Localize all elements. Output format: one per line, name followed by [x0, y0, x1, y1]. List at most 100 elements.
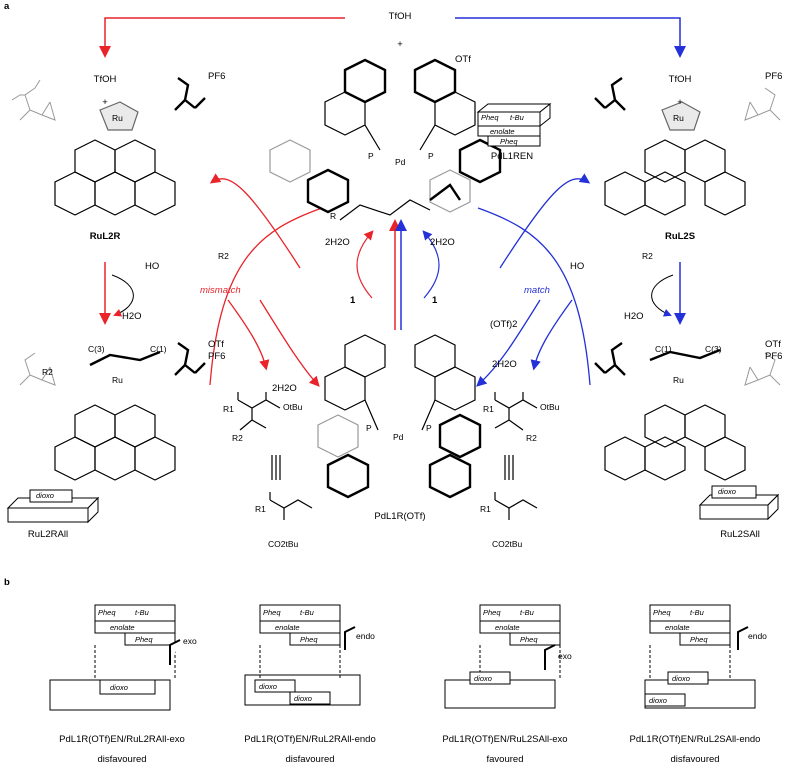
ru-complex-top-right	[594, 77, 781, 216]
right-water-curve	[651, 274, 674, 317]
otf-top-center: OTf	[455, 54, 471, 65]
water-left: H2O	[122, 311, 142, 322]
allyl-alcohol-r2-right: R2	[642, 251, 653, 261]
pd-enolate-complex	[269, 58, 502, 221]
b4-dioxo-b: dioxo	[649, 696, 667, 705]
b4-verdict: disfavoured	[670, 754, 720, 765]
r-group-enolate: R	[330, 211, 337, 221]
product-right	[494, 392, 538, 520]
c1-label-right: C(1)	[655, 344, 672, 354]
b2-enolate: enolate	[275, 623, 300, 632]
otf2-counterion: (OTf)2	[490, 319, 518, 330]
b3-enolate: enolate	[495, 623, 520, 632]
b3-exo: exo	[558, 651, 572, 661]
co2tbu-left: CO2tBu	[268, 539, 299, 549]
dioxo-right-block-label: dioxo	[718, 487, 736, 496]
mismatch-label: mismatch	[200, 285, 241, 296]
match-label: match	[524, 285, 550, 296]
pd-atom-top: Pd	[395, 157, 406, 167]
top-red-arrow	[99, 17, 345, 58]
p-atom-top-right: P	[428, 151, 434, 161]
pf6-lower-right: PF6	[765, 351, 783, 362]
r1-right-product-2: R1	[480, 504, 491, 514]
block-enolate-top: enolate	[490, 127, 515, 136]
b2-verdict: disfavoured	[285, 754, 335, 765]
pd-otf-label: PdL1R(OTf)	[374, 511, 426, 522]
c3-label-left: C(3)	[88, 344, 105, 354]
match-curves	[476, 173, 591, 387]
r1-left-product: R1	[223, 404, 234, 414]
p-atom-bottom-right: P	[426, 423, 432, 433]
dioxo-block-right	[698, 485, 780, 521]
b4-caption: PdL1R(OTf)EN/RuL2SAll-endo	[629, 734, 761, 745]
b2-ph-eq-2: Pheq	[300, 635, 318, 644]
b3-dioxo: dioxo	[474, 674, 492, 683]
top-plus-sign: +	[397, 39, 403, 50]
r2-right-product: R2	[526, 433, 537, 443]
b4-dioxo-a: dioxo	[672, 674, 690, 683]
ru-allyl-complex-right	[594, 342, 781, 481]
b1-verdict: disfavoured	[97, 754, 147, 765]
ru-s-allyl-label: RuL2SAll	[720, 529, 760, 540]
ru-r-allyl-label: RuL2RAll	[27, 529, 69, 540]
left-plus-sign: +	[102, 97, 108, 108]
r2-allyl-left: R2	[42, 367, 53, 377]
substrate-right: 1	[432, 295, 438, 306]
b4-ph-eq: Pheq	[653, 608, 671, 617]
b2-endo: endo	[356, 631, 375, 641]
left-tfoh-label: TfOH	[93, 74, 117, 85]
b3-caption: PdL1R(OTf)EN/RuL2SAll-exo	[442, 734, 568, 745]
top-blue-arrow	[455, 17, 686, 58]
r1-left-product-2: R1	[255, 504, 266, 514]
b3-ph-eq-2: Pheq	[520, 635, 538, 644]
ru-complex-top-left	[11, 77, 206, 216]
ru-allyl-complex-left	[19, 342, 206, 481]
water-right: H2O	[624, 311, 644, 322]
right-plus-sign: +	[677, 97, 683, 108]
water2-center-right: 2H2O	[430, 237, 455, 248]
pf6-lower-left: PF6	[208, 351, 226, 362]
mismatch-curves	[209, 173, 323, 387]
pd-enolate-block	[476, 102, 552, 147]
otf-lower-right: OTf	[765, 339, 781, 350]
b3-tbu: t-Bu	[520, 608, 534, 617]
r1-right-product: R1	[483, 404, 494, 414]
pf6-top-left: PF6	[208, 71, 226, 82]
c3-label-right: C(3)	[705, 344, 722, 354]
block-tbu-top: t-Bu	[510, 113, 524, 122]
b1-tbu: t-Bu	[135, 608, 149, 617]
b4-endo: endo	[748, 631, 767, 641]
ru-atom-lower-left: Ru	[112, 375, 123, 385]
p-atom-bottom-left: P	[366, 423, 372, 433]
c1-label-left: C(1)	[150, 344, 167, 354]
water2-center-left: 2H2O	[325, 237, 350, 248]
b2-caption: PdL1R(OTf)EN/RuL2RAll-endo	[244, 734, 376, 745]
co2tbu-right: CO2tBu	[492, 539, 523, 549]
ru-r-label: RuL2R	[89, 231, 121, 242]
b3-ph-eq: Pheq	[483, 608, 501, 617]
r2-left-product: R2	[232, 433, 243, 443]
ru-atom-lower-right: Ru	[673, 375, 684, 385]
b3-verdict: favoured	[486, 754, 524, 765]
pd-otf-complex	[317, 334, 482, 499]
b4-enolate: enolate	[665, 623, 690, 632]
left-water-curve	[111, 274, 134, 317]
panel-a-label: a	[4, 1, 10, 12]
block-ph-eq-top2: Pheq	[500, 137, 518, 146]
otbu-left-product: OtBu	[283, 402, 303, 412]
block-ph-eq-top: Pheq	[481, 113, 499, 122]
pd-enolate-label: PdL1REN	[490, 151, 534, 162]
water2-lower-left: 2H2O	[272, 383, 297, 394]
ru-s-label: RuL2S	[664, 231, 696, 242]
product-left	[237, 392, 313, 520]
allyl-alcohol-ho-right: HO	[570, 261, 585, 272]
top-tfoh-label: TfOH	[388, 11, 412, 22]
allyl-alcohol-r2-left: R2	[218, 251, 229, 261]
dioxo-left-block-label: dioxo	[36, 491, 54, 500]
b2-ph-eq: Pheq	[263, 608, 281, 617]
b1-exo: exo	[183, 636, 197, 646]
pf6-top-right: PF6	[765, 71, 783, 82]
otbu-right-product: OtBu	[540, 402, 560, 412]
b4-tbu: t-Bu	[690, 608, 704, 617]
